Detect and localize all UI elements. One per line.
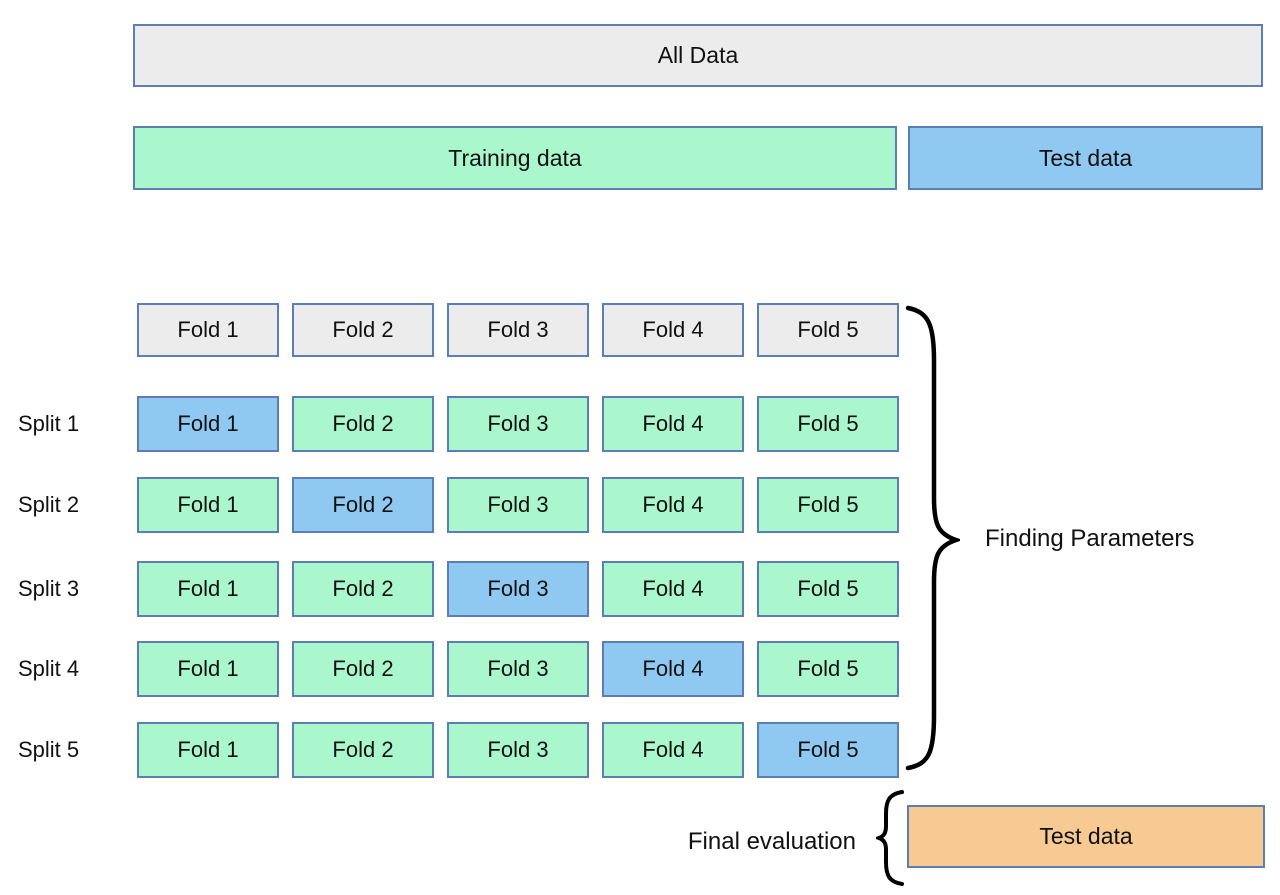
- fold-cell-label: Fold 2: [332, 411, 394, 436]
- final-evaluation-label: Final evaluation: [687, 828, 856, 855]
- fold-cell: Fold 4: [602, 477, 744, 533]
- fold-header-cell: Fold 5: [757, 303, 899, 357]
- validation-fold-cell: Fold 4: [602, 641, 744, 697]
- fold-cell: Fold 1: [137, 561, 279, 617]
- finding-parameters-brace: [905, 305, 960, 771]
- fold-cell-label: Fold 1: [177, 737, 239, 762]
- fold-cell: Fold 3: [447, 722, 589, 778]
- validation-fold-cell: Fold 3: [447, 561, 589, 617]
- fold-cell-label: Fold 1: [177, 492, 239, 517]
- fold-cell: Fold 4: [602, 561, 744, 617]
- fold-cell-label: Fold 3: [487, 656, 549, 681]
- fold-cell: Fold 5: [757, 477, 899, 533]
- test-data-label: Test data: [1038, 144, 1133, 171]
- split-row: Split 4 Fold 1 Fold 2 Fold 3 Fold 4 Fold…: [0, 641, 899, 697]
- fold-cell: Fold 3: [447, 396, 589, 452]
- fold-header-cell: Fold 1: [137, 303, 279, 357]
- fold-cell: Fold 2: [292, 641, 434, 697]
- split-row: Split 1 Fold 1 Fold 2 Fold 3 Fold 4 Fold…: [0, 396, 899, 452]
- fold-cell: Fold 1: [137, 641, 279, 697]
- fold-cell: Fold 3: [447, 477, 589, 533]
- fold-header-label: Fold 1: [177, 317, 239, 342]
- fold-cell-label: Fold 5: [797, 576, 859, 601]
- fold-header-label: Fold 3: [487, 317, 549, 342]
- fold-cell-label: Fold 5: [797, 492, 859, 517]
- fold-cell-label: Fold 4: [642, 576, 704, 601]
- fold-cell-label: Fold 2: [332, 737, 394, 762]
- fold-cell: Fold 3: [447, 641, 589, 697]
- fold-cell: Fold 5: [757, 641, 899, 697]
- fold-header-label: Fold 4: [642, 317, 704, 342]
- validation-fold-cell: Fold 1: [137, 396, 279, 452]
- fold-cell-label: Fold 2: [332, 492, 394, 517]
- fold-cell-label: Fold 4: [642, 492, 704, 517]
- fold-cell-label: Fold 4: [642, 656, 704, 681]
- fold-cell-label: Fold 3: [487, 576, 549, 601]
- fold-cell-label: Fold 1: [177, 656, 239, 681]
- fold-cell-label: Fold 3: [487, 411, 549, 436]
- split-row: Split 5 Fold 1 Fold 2 Fold 3 Fold 4 Fold…: [0, 722, 899, 778]
- test-data-bar: Test data: [908, 126, 1263, 190]
- fold-cell: Fold 2: [292, 561, 434, 617]
- fold-cell-label: Fold 2: [332, 656, 394, 681]
- fold-cell-label: Fold 1: [177, 576, 239, 601]
- fold-cell-label: Fold 3: [487, 737, 549, 762]
- validation-fold-cell: Fold 5: [757, 722, 899, 778]
- fold-cell-label: Fold 4: [642, 737, 704, 762]
- fold-cell-label: Fold 4: [642, 411, 704, 436]
- split-label: Split 2: [18, 492, 80, 517]
- fold-header-cell: Fold 3: [447, 303, 589, 357]
- split-label: Split 5: [18, 737, 80, 762]
- fold-cell: Fold 5: [757, 396, 899, 452]
- finding-parameters-label: Finding Parameters: [985, 525, 1195, 552]
- fold-cell-label: Fold 3: [487, 492, 549, 517]
- split-label: Split 4: [18, 656, 80, 681]
- fold-header-label: Fold 2: [332, 317, 394, 342]
- fold-header-cell: Fold 4: [602, 303, 744, 357]
- fold-cell: Fold 1: [137, 477, 279, 533]
- validation-fold-cell: Fold 2: [292, 477, 434, 533]
- final-test-data-label: Test data: [1039, 823, 1133, 849]
- fold-cell-label: Fold 5: [797, 656, 859, 681]
- fold-cell: Fold 4: [602, 396, 744, 452]
- fold-header-row: Fold 1 Fold 2 Fold 3 Fold 4 Fold 5: [137, 303, 899, 357]
- fold-cell-label: Fold 2: [332, 576, 394, 601]
- fold-cell: Fold 1: [137, 722, 279, 778]
- fold-cell-label: Fold 1: [177, 411, 239, 436]
- fold-cell-label: Fold 5: [797, 737, 859, 762]
- fold-cell: Fold 2: [292, 722, 434, 778]
- final-test-data-bar: Test data: [907, 805, 1265, 868]
- split-label: Split 3: [18, 576, 80, 601]
- training-data-label: Training data: [448, 144, 582, 171]
- fold-cell: Fold 4: [602, 722, 744, 778]
- split-row: Split 2 Fold 1 Fold 2 Fold 3 Fold 4 Fold…: [0, 477, 899, 533]
- fold-header-label: Fold 5: [797, 317, 859, 342]
- fold-cell-label: Fold 5: [797, 411, 859, 436]
- final-evaluation-brace: [876, 790, 904, 886]
- training-data-bar: Training data: [133, 126, 897, 190]
- split-label: Split 1: [18, 411, 80, 436]
- split-row: Split 3 Fold 1 Fold 2 Fold 3 Fold 4 Fold…: [0, 561, 899, 617]
- all-data-bar: All Data: [133, 24, 1263, 87]
- fold-cell: Fold 2: [292, 396, 434, 452]
- all-data-label: All Data: [657, 42, 739, 68]
- fold-header-cell: Fold 2: [292, 303, 434, 357]
- fold-cell: Fold 5: [757, 561, 899, 617]
